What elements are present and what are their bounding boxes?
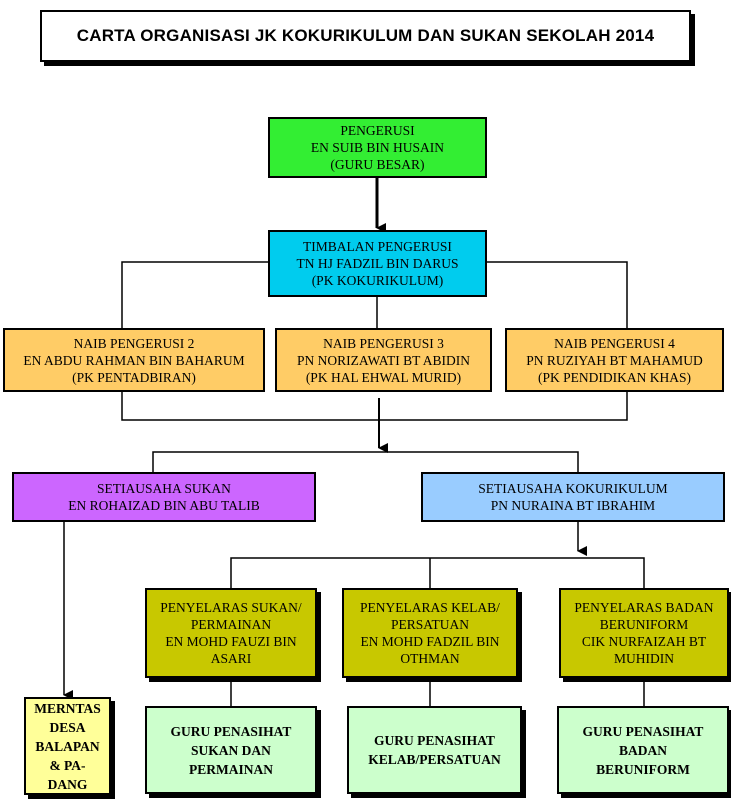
line-deputy-to-vice2	[121, 261, 268, 328]
secretary-cocurricular-name: PN NURAINA BT IBRAHIM	[490, 498, 656, 513]
vice4-name: PN RUZIYAH BT MAHAMUD	[526, 352, 703, 368]
coordinator-clubs-line-3: EN MOHD FADZIL BIN	[360, 634, 500, 649]
coordinator-sports-line-4: ASARI	[210, 651, 252, 666]
coordinator-uniform-line-3: CIK NURFAIZAH BT	[581, 634, 707, 649]
vice-chairman-2-box: NAIB PENGERUSI 2 EN ABDU RAHMAN BIN BAHA…	[3, 328, 265, 392]
vice2-role: NAIB PENGERUSI 2	[73, 335, 195, 351]
cross-country-box: MERNTAS DESA BALAPAN & PA- DANG	[24, 697, 111, 795]
deputy-name: TN HJ FADZIL BIN DARUS	[296, 256, 459, 271]
coordinator-uniform-box: PENYELARAS BADAN BERUNIFORM CIK NURFAIZA…	[559, 588, 729, 678]
advisor-clubs-line-2: KELAB/PERSATUAN	[368, 752, 501, 767]
vice-chairman-3-box: NAIB PENGERUSI 3 PN NORIZAWATI BT ABIDIN…	[275, 328, 492, 392]
page-title-text: CARTA ORGANISASI JK KOKURIKULUM DAN SUKA…	[76, 26, 655, 45]
chairman-role: PENGERUSI	[340, 123, 415, 138]
advisor-clubs-line-1: GURU PENASIHAT	[374, 733, 495, 748]
vice2-post: (PK PENTADBIRAN)	[72, 369, 196, 385]
cross-country-line-5: DANG	[47, 776, 88, 792]
coordinator-clubs-box: PENYELARAS KELAB/ PERSATUAN EN MOHD FADZ…	[342, 588, 518, 678]
coordinator-clubs-line-2: PERSATUAN	[390, 617, 469, 632]
coordinator-clubs-line-4: OTHMAN	[400, 651, 460, 666]
cross-country-line-4: & PA-	[49, 757, 86, 773]
vice3-post: (PK HAL EHWAL MURID)	[305, 369, 462, 385]
secretary-sports-box: SETIAUSAHA SUKAN EN ROHAIZAD BIN ABU TAL…	[12, 472, 316, 522]
line-deputy-to-vice4	[487, 261, 628, 328]
advisor-uniform-box: GURU PENASIHAT BADAN BERUNIFORM	[557, 706, 729, 794]
secretary-sports-role: SETIAUSAHA SUKAN	[97, 481, 231, 496]
vice3-role: NAIB PENGERUSI 3	[323, 335, 444, 351]
deputy-role: TIMBALAN PENGERUSI	[303, 239, 452, 254]
coordinator-sports-box: PENYELARAS SUKAN/ PERMAINAN EN MOHD FAUZ…	[145, 588, 317, 678]
chairman-post: (GURU BESAR)	[330, 157, 425, 172]
cross-country-line-1: MERNTAS	[34, 700, 101, 716]
advisor-sports-line-1: GURU PENASIHAT	[170, 723, 292, 739]
vice-chairman-4-box: NAIB PENGERUSI 4 PN RUZIYAH BT MAHAMUD (…	[505, 328, 724, 392]
advisor-uniform-line-1: GURU PENASIHAT	[582, 723, 704, 739]
secretary-cocurricular-box: SETIAUSAHA KOKURIKULUM PN NURAINA BT IBR…	[421, 472, 725, 522]
advisor-sports-line-3: PERMAINAN	[189, 761, 273, 777]
line-vices-join	[121, 392, 628, 421]
coordinator-uniform-line-4: MUHIDIN	[614, 651, 674, 666]
advisor-uniform-line-2: BADAN	[618, 742, 667, 758]
cross-country-line-3: BALAPAN	[35, 738, 100, 754]
advisor-uniform-line-3: BERUNIFORM	[596, 761, 690, 777]
secretary-sports-name: EN ROHAIZAD BIN ABU TALIB	[68, 498, 260, 513]
coordinator-sports-line-3: EN MOHD FAUZI BIN	[165, 634, 297, 649]
coordinator-sports-line-2: PERMAINAN	[190, 617, 272, 632]
chairman-box: PENGERUSI EN SUIB BIN HUSAIN (GURU BESAR…	[268, 117, 487, 178]
secretary-cocurricular-role: SETIAUSAHA KOKURIKULUM	[478, 481, 668, 496]
vice4-role: NAIB PENGERUSI 4	[554, 335, 675, 351]
vice4-post: (PK PENDIDIKAN KHAS)	[538, 369, 691, 385]
chairman-name: EN SUIB BIN HUSAIN	[310, 140, 445, 155]
line-split-secretaries	[152, 451, 579, 472]
coordinator-sports-line-1: PENYELARAS SUKAN/	[160, 600, 302, 615]
deputy-chairman-box: TIMBALAN PENGERUSI TN HJ FADZIL BIN DARU…	[268, 230, 487, 297]
advisor-clubs-box: GURU PENASIHAT KELAB/PERSATUAN	[347, 706, 522, 794]
page-title: CARTA ORGANISASI JK KOKURIKULUM DAN SUKA…	[40, 10, 691, 62]
vice2-name: EN ABDU RAHMAN BIN BAHARUM	[23, 352, 245, 368]
deputy-post: (PK KOKURIKULUM)	[311, 273, 444, 288]
line-split-coordinators	[230, 557, 645, 588]
coordinator-uniform-line-1: PENYELARAS BADAN	[574, 600, 714, 615]
vice3-name: PN NORIZAWATI BT ABIDIN	[296, 352, 471, 368]
coordinator-clubs-line-1: PENYELARAS KELAB/	[360, 600, 500, 615]
cross-country-line-2: DESA	[49, 719, 86, 735]
advisor-sports-box: GURU PENASIHAT SUKAN DAN PERMAINAN	[145, 706, 317, 794]
advisor-sports-line-2: SUKAN DAN	[191, 742, 271, 758]
coordinator-uniform-line-2: BERUNIFORM	[599, 617, 689, 632]
